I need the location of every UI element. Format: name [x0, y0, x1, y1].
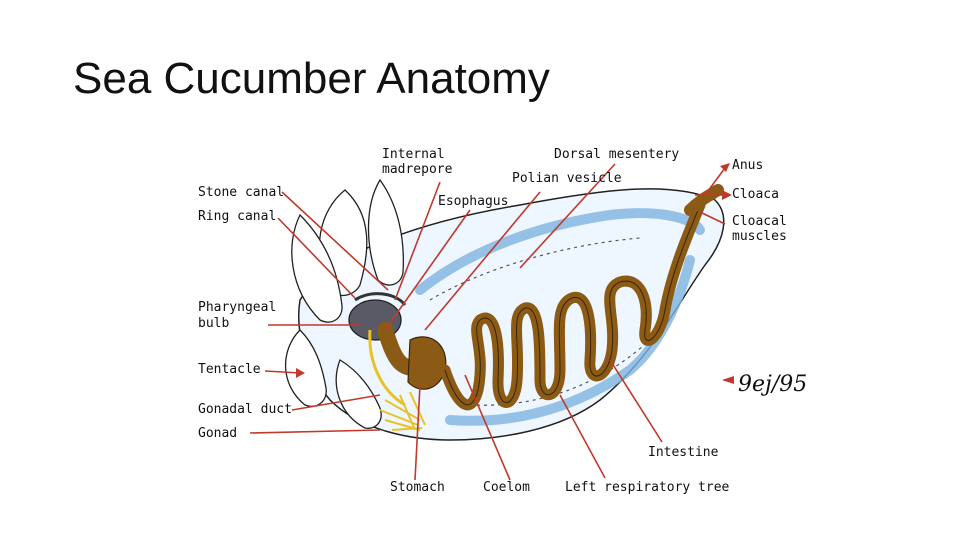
- label-left-respiratory-tree: Left respiratory tree: [565, 480, 730, 495]
- leader-internal-madrepore: [394, 181, 441, 301]
- label-stomach: Stomach: [390, 480, 445, 495]
- leader-esophagus: [384, 209, 471, 331]
- label-internal-madrepore-1: Internal: [382, 147, 445, 162]
- leader-gonadal-duct: [291, 394, 381, 411]
- leader-gonad: [249, 429, 381, 434]
- ring-canal: [354, 292, 407, 307]
- leader-stomach: [414, 384, 421, 481]
- leader-intestine: [609, 359, 663, 443]
- label-gonad: Gonad: [198, 426, 238, 441]
- tentacles: [284, 178, 404, 429]
- leader-ring-canal: [277, 217, 356, 299]
- gonadal-duct: [368, 329, 406, 407]
- leader-tentacle: [264, 370, 301, 374]
- label-cloacal-muscles-1: Cloacal: [732, 214, 787, 229]
- label-polian-vesicle: Polian vesicle: [512, 171, 622, 186]
- coelom-texture: [429, 237, 651, 406]
- leader-stone-canal: [281, 191, 389, 291]
- label-tentacle: Tentacle: [198, 362, 261, 377]
- leader-lines: [249, 163, 726, 481]
- label-cloaca: Cloaca: [732, 187, 779, 202]
- cloaca: [684, 184, 724, 216]
- arrow-cloaca: [722, 190, 732, 200]
- label-pharyngeal-bulb-1: Pharyngeal: [198, 300, 277, 315]
- slide-title: Sea Cucumber Anatomy: [73, 54, 550, 103]
- artist-signature: 9ej/95: [738, 372, 808, 397]
- label-intestine: Intestine: [648, 445, 719, 460]
- arrow-anus: [720, 163, 730, 172]
- label-dorsal-mesentery: Dorsal mesentery: [554, 147, 680, 162]
- leader-cloacal-muscles: [699, 211, 726, 225]
- label-coelom: Coelom: [483, 480, 530, 495]
- leader-coelom: [464, 374, 511, 481]
- intestine-outline: [444, 204, 701, 406]
- leader-dorsal-mesentery: [519, 163, 616, 269]
- gonad: [379, 391, 426, 431]
- stomach-shape: [407, 336, 447, 390]
- label-gonadal-duct: Gonadal duct: [198, 402, 292, 417]
- leader-anus: [704, 167, 726, 196]
- label-stone-canal: Stone canal: [198, 185, 285, 200]
- leader-polian-vesicle: [424, 191, 541, 331]
- label-ring-canal: Ring canal: [198, 209, 277, 224]
- label-anus: Anus: [732, 158, 764, 173]
- leader-left-respiratory-tree: [559, 394, 606, 479]
- arrow-tentacle: [296, 368, 305, 378]
- label-internal-madrepore-2: madrepore: [382, 162, 453, 177]
- respiratory-tree: [415, 208, 705, 426]
- label-pharyngeal-bulb-2: bulb: [198, 316, 230, 331]
- label-esophagus: Esophagus: [438, 194, 509, 209]
- label-cloacal-muscles-2: muscles: [732, 229, 787, 244]
